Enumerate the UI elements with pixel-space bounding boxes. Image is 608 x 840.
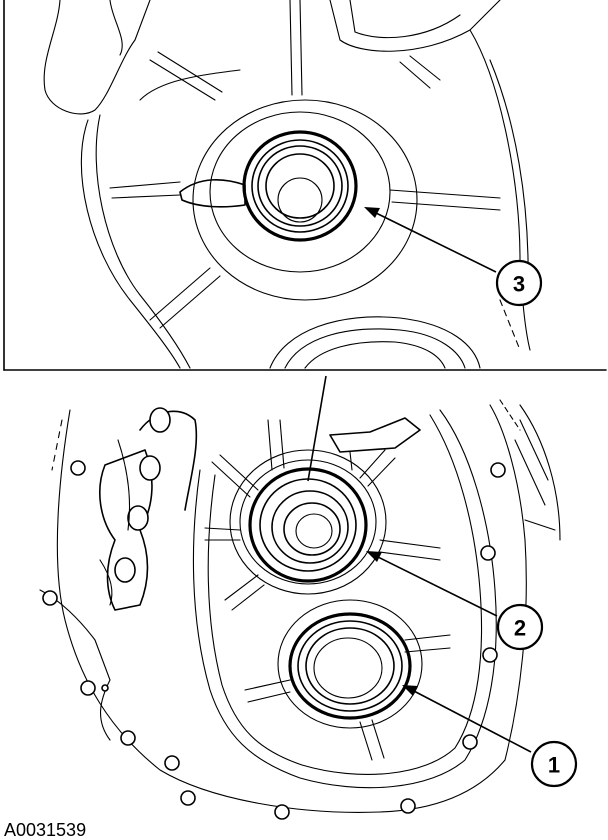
callout-leaders xyxy=(307,207,532,753)
callout-1: 1 xyxy=(530,740,578,788)
top-detail-view xyxy=(3,0,607,371)
drive-chain xyxy=(99,407,198,611)
callout-2-label: 2 xyxy=(514,616,526,641)
callout-2-arrowhead xyxy=(366,551,382,562)
figure-code: A0031539 xyxy=(4,820,86,840)
callout-2: 2 xyxy=(496,603,544,651)
bottom-main-view xyxy=(39,399,561,820)
callout-3: 3 xyxy=(495,259,543,307)
callout-1-arrowhead xyxy=(402,685,418,696)
callout-1-label: 1 xyxy=(548,753,560,778)
callout-3-label: 3 xyxy=(513,272,525,297)
callout-3-arrowhead xyxy=(364,207,380,218)
bolt-holes xyxy=(42,460,506,820)
